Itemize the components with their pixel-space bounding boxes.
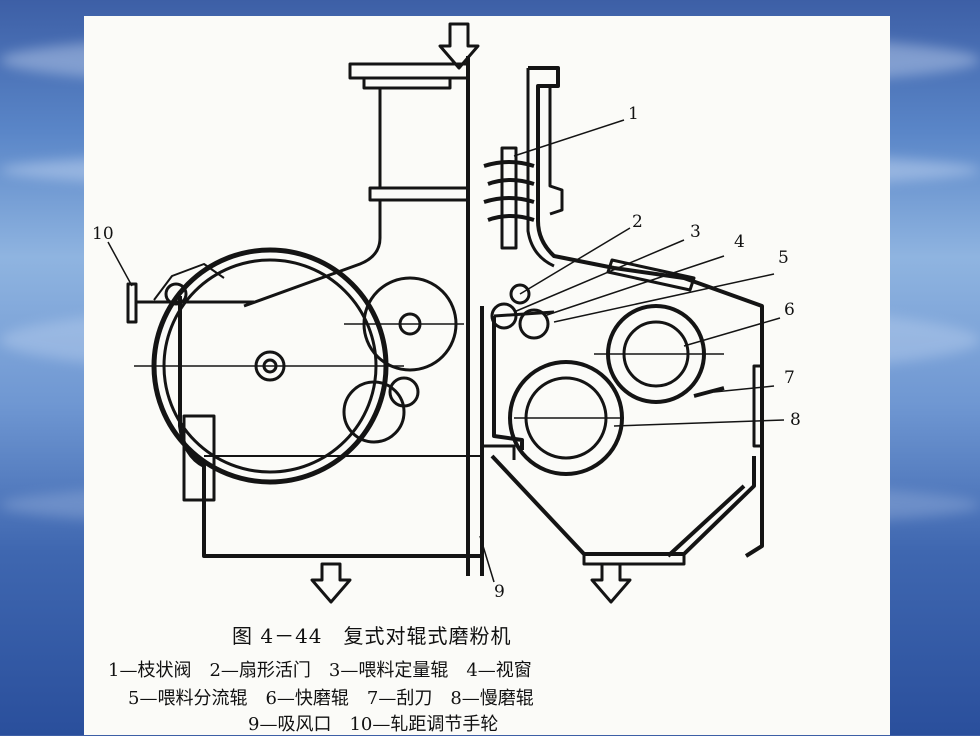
legend-line: 1—枝状阀 2—扇形活门 3—喂料定量辊 4—视窗	[108, 660, 532, 681]
callout-4: 4	[734, 232, 745, 252]
mill-diagram	[107, 22, 785, 604]
callout-5: 5	[778, 248, 789, 268]
legend-line: 9—吸风口 10—轧距调节手轮	[248, 714, 499, 735]
callout-3: 3	[690, 222, 701, 242]
callout-6: 6	[784, 300, 795, 320]
outlet-arrow-icon	[310, 562, 352, 604]
legend-line: 5—喂料分流辊 6—快磨辊 7—刮刀 8—慢磨辊	[128, 688, 534, 709]
figure-sheet: 1 2 3 4 5 6 7 8 9 10 图 4－44 复式对辊式磨粉机 1—枝…	[84, 16, 890, 735]
callout-10: 10	[92, 224, 114, 244]
callout-8: 8	[790, 410, 801, 430]
outlet-arrow-icon	[590, 562, 632, 604]
callout-1: 1	[628, 104, 639, 124]
callout-9: 9	[494, 582, 505, 602]
callout-7: 7	[784, 368, 795, 388]
inlet-arrow-icon	[438, 22, 480, 70]
callout-2: 2	[632, 212, 643, 232]
figure-title: 图 4－44 复式对辊式磨粉机	[232, 624, 512, 648]
